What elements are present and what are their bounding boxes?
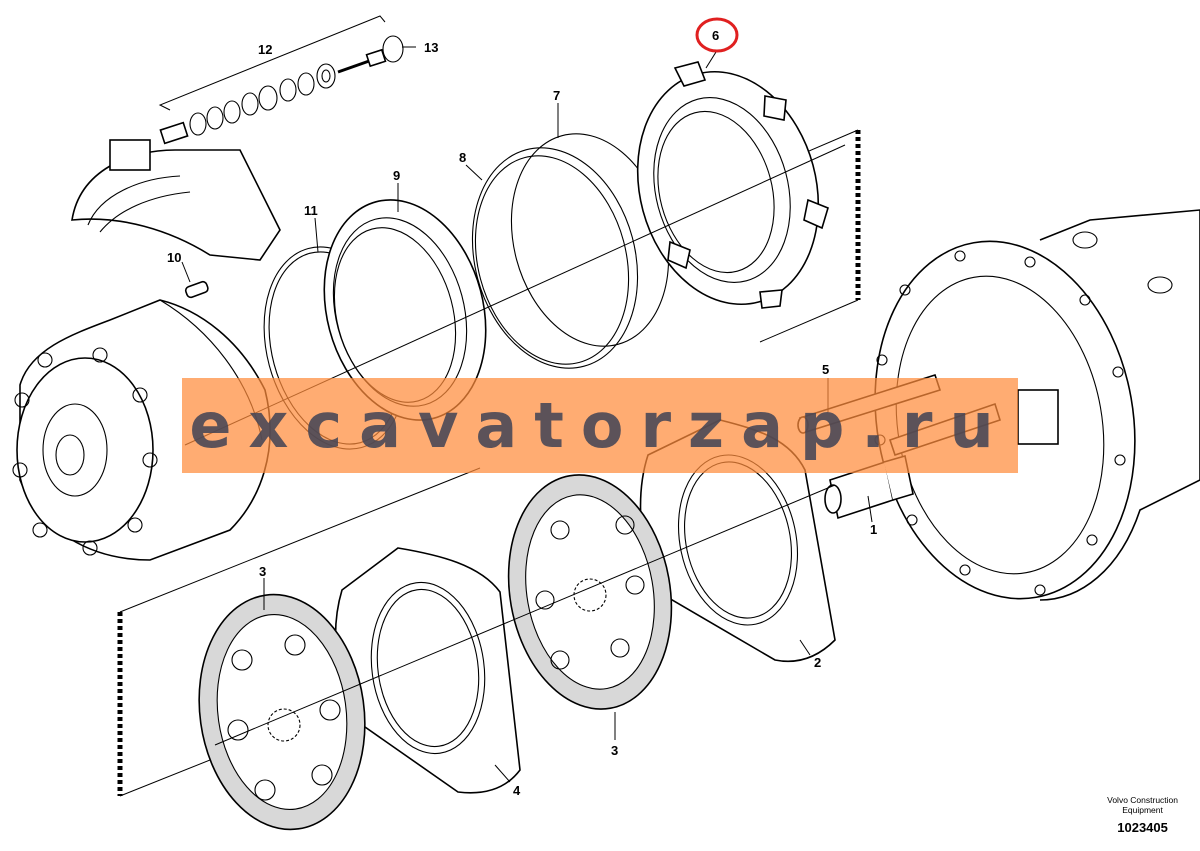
callout-13: 13: [424, 40, 438, 55]
callout-4: 4: [513, 783, 521, 798]
callout-3b: 3: [611, 743, 618, 758]
part-6-cover: [636, 61, 829, 309]
callout-9: 9: [393, 168, 400, 183]
company-line-1: Volvo Construction: [1107, 795, 1178, 805]
callout-12: 12: [258, 42, 272, 57]
callout-8: 8: [459, 150, 466, 165]
callout-2: 2: [814, 655, 821, 670]
callout-1: 1: [870, 522, 877, 537]
part-13-snap-ring: [382, 35, 404, 63]
callout-7: 7: [553, 88, 560, 103]
credit-block: Volvo Construction Equipment 1023405: [1107, 795, 1178, 835]
callout-3a: 3: [259, 564, 266, 579]
part-3-friction-disc-lower: [198, 593, 366, 831]
part-3-friction-disc-middle: [507, 474, 673, 710]
highlight-circle: [695, 17, 739, 53]
callout-10: 10: [167, 250, 181, 265]
drawing-code: 1023405: [1117, 820, 1168, 835]
part-4-separator-plate: [334, 547, 521, 794]
part-8-ring: [471, 147, 639, 369]
callout-10-label-11: 11: [304, 203, 318, 218]
watermark-text: excavatorzap.ru: [189, 389, 1011, 462]
axle-housing-outline: [71, 139, 281, 261]
callout-labels: 1 2 3 3 4 5 6 7 8 9 11 10 12 13: [167, 28, 877, 798]
planetary-hub: [12, 299, 271, 561]
watermark-banner: excavatorzap.ru: [182, 378, 1018, 473]
callout-6: 6: [712, 28, 719, 43]
part-10-pin: [184, 280, 209, 299]
company-line-2: Equipment: [1122, 805, 1163, 815]
part-12-valve-assembly: [158, 15, 387, 145]
callout-5: 5: [822, 362, 829, 377]
